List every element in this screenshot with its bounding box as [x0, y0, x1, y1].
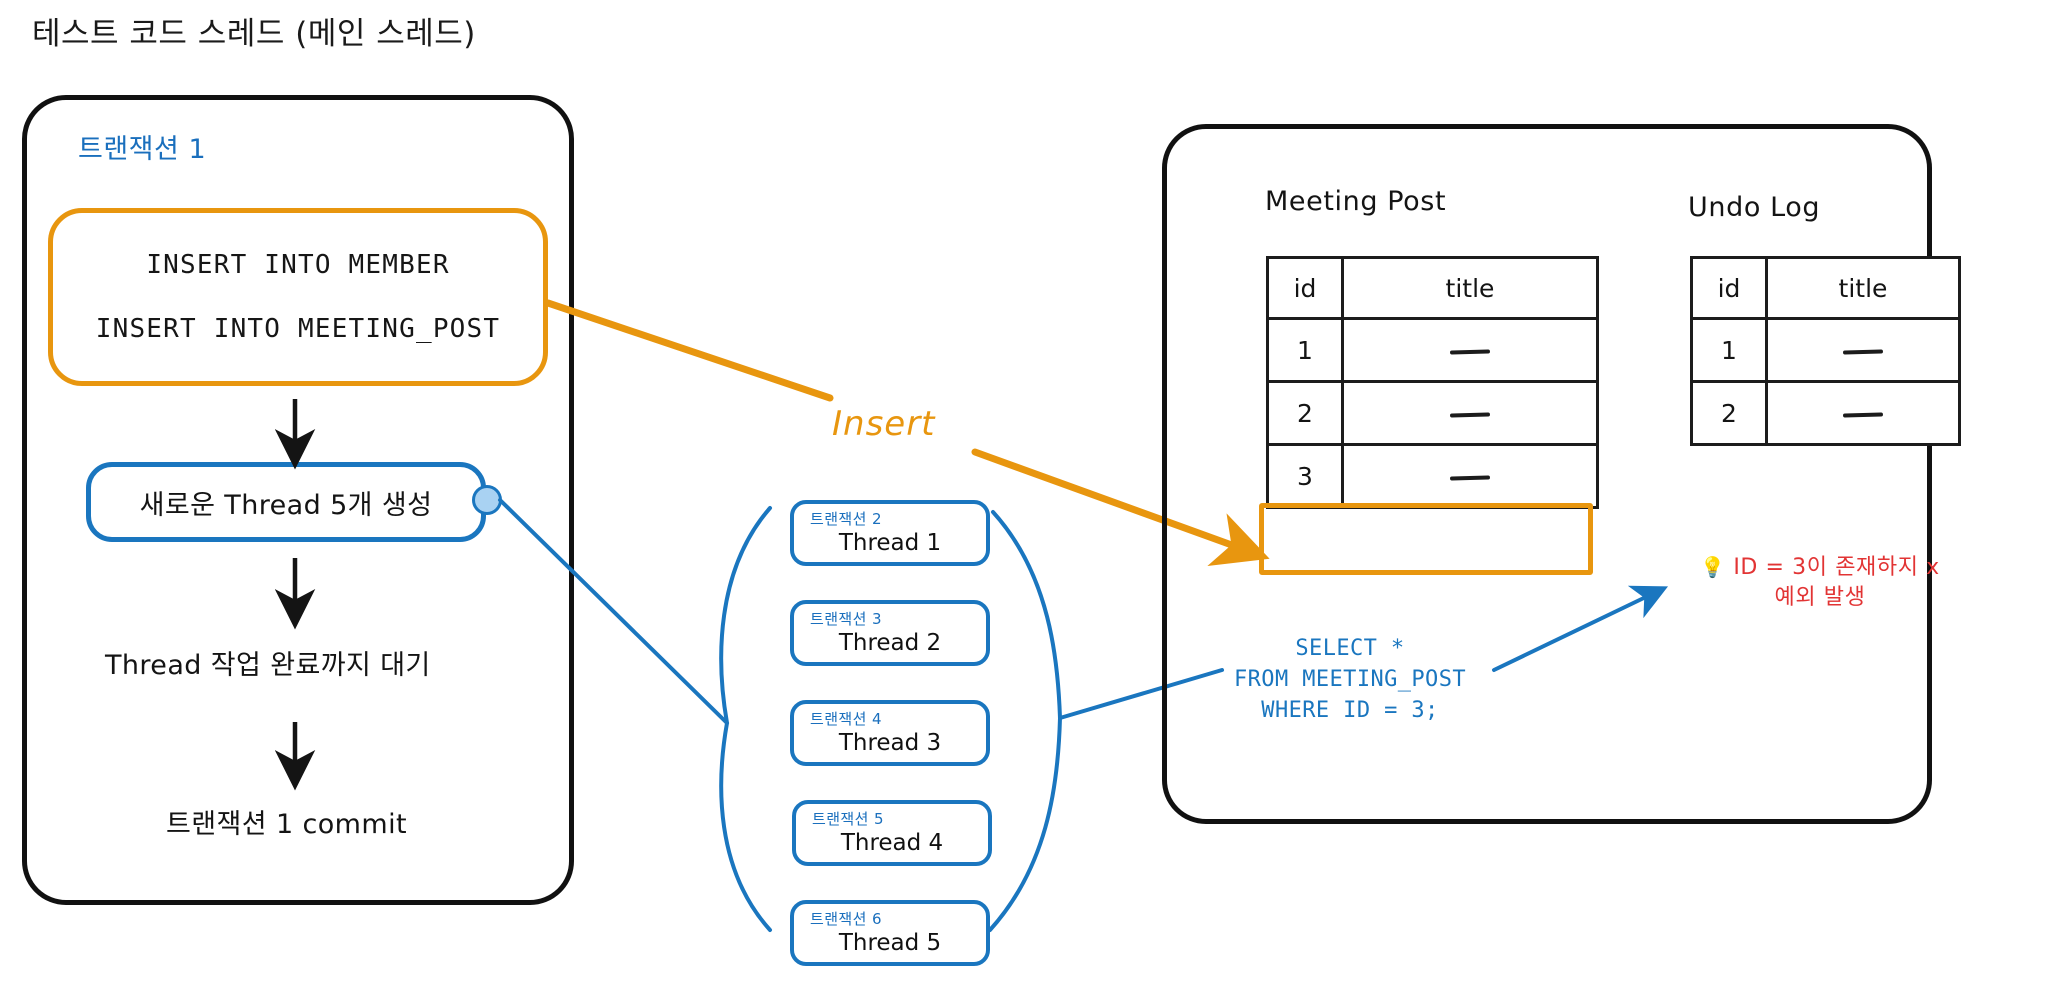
table-row-highlighted: 3 [1266, 443, 1599, 509]
meeting-post-table: id title 1 2 3 [1266, 256, 1599, 509]
thread-transaction-label: 트랜잭션 6 [810, 910, 882, 928]
thread-name-label: Thread 3 [838, 730, 942, 756]
cell-title [1341, 317, 1599, 383]
thread-transaction-label: 트랜잭션 3 [810, 610, 882, 628]
insert-sql-box: INSERT INTO MEMBER INSERT INTO MEETING_P… [48, 208, 548, 386]
column-header-title: title [1765, 256, 1961, 320]
empty-value-dash [1449, 411, 1491, 418]
create-threads-box: 새로운 Thread 5개 생성 [86, 462, 486, 542]
empty-value-dash [1449, 474, 1491, 481]
cell-id: 3 [1266, 443, 1344, 509]
thread-transaction-label: 트랜잭션 2 [810, 510, 882, 528]
sql-line-insert-meeting-post: INSERT INTO MEETING_POST [95, 314, 501, 344]
select-query-text: SELECT * FROM MEETING_POST WHERE ID = 3; [1234, 636, 1466, 724]
thread-box[interactable]: 트랜잭션 3 Thread 2 [790, 600, 990, 666]
table-row: 2 [1690, 380, 1961, 446]
exception-note-line-1: 💡 ID = 3이 존재하지 x [1655, 553, 1985, 583]
column-header-title: title [1341, 256, 1599, 320]
undo-log-table-caption: Undo Log [1688, 192, 1821, 223]
empty-value-dash [1842, 411, 1884, 418]
exception-note-text-2: 예외 발생 [1774, 584, 1866, 610]
thread-group-left-brace [719, 506, 772, 932]
transaction-1-commit-label: 트랜잭션 1 commit [166, 809, 407, 840]
exception-note: 💡 ID = 3이 존재하지 x 예외 발생 [1655, 553, 1985, 612]
column-header-id: id [1690, 256, 1768, 320]
cell-title [1765, 317, 1961, 383]
sql-line-insert-member: INSERT INTO MEMBER [146, 250, 450, 280]
thread-box[interactable]: 트랜잭션 4 Thread 3 [790, 700, 990, 766]
thread-box[interactable]: 트랜잭션 5 Thread 4 [792, 800, 992, 866]
lightbulb-icon: 💡 [1700, 555, 1726, 579]
cell-id: 1 [1266, 317, 1344, 383]
insert-arrow-label: Insert [832, 404, 936, 444]
database-panel [1162, 124, 1932, 824]
meeting-post-table-caption: Meeting Post [1265, 186, 1447, 217]
table-row: 1 [1690, 317, 1961, 383]
thread-group-right-brace [988, 510, 1062, 932]
page-title: 테스트 코드 스레드 (메인 스레드) [32, 16, 476, 52]
cell-id: 1 [1690, 317, 1768, 383]
thread-box[interactable]: 트랜잭션 2 Thread 1 [790, 500, 990, 566]
create-threads-label: 새로운 Thread 5개 생성 [139, 489, 433, 521]
thread-transaction-label: 트랜잭션 4 [810, 710, 882, 728]
empty-value-dash [1842, 348, 1884, 355]
thread-transaction-label: 트랜잭션 5 [812, 810, 884, 828]
thread-name-label: Thread 5 [838, 930, 942, 956]
transaction-1-label: 트랜잭션 1 [78, 134, 207, 165]
exception-note-text-1: ID = 3이 존재하지 x [1733, 555, 1940, 580]
cell-title [1765, 380, 1961, 446]
orange-insert-arrow [544, 299, 834, 402]
table-row: 1 [1266, 317, 1599, 383]
thread-name-label: Thread 4 [840, 830, 944, 856]
wait-threads-label: Thread 작업 완료까지 대기 [105, 650, 431, 681]
table-header-row: id title [1690, 256, 1961, 320]
table-row: 2 [1266, 380, 1599, 446]
undo-log-table: id title 1 2 [1690, 256, 1961, 446]
cell-id: 2 [1266, 380, 1344, 446]
cell-title [1341, 380, 1599, 446]
thread-fanout-anchor-node [472, 485, 502, 515]
thread-name-label: Thread 2 [838, 630, 942, 656]
cell-id: 2 [1690, 380, 1768, 446]
thread-name-label: Thread 1 [838, 530, 942, 556]
empty-value-dash [1449, 348, 1491, 355]
thread-box[interactable]: 트랜잭션 6 Thread 5 [790, 900, 990, 966]
table-header-row: id title [1266, 256, 1599, 320]
column-header-id: id [1266, 256, 1344, 320]
cell-title [1341, 443, 1599, 509]
